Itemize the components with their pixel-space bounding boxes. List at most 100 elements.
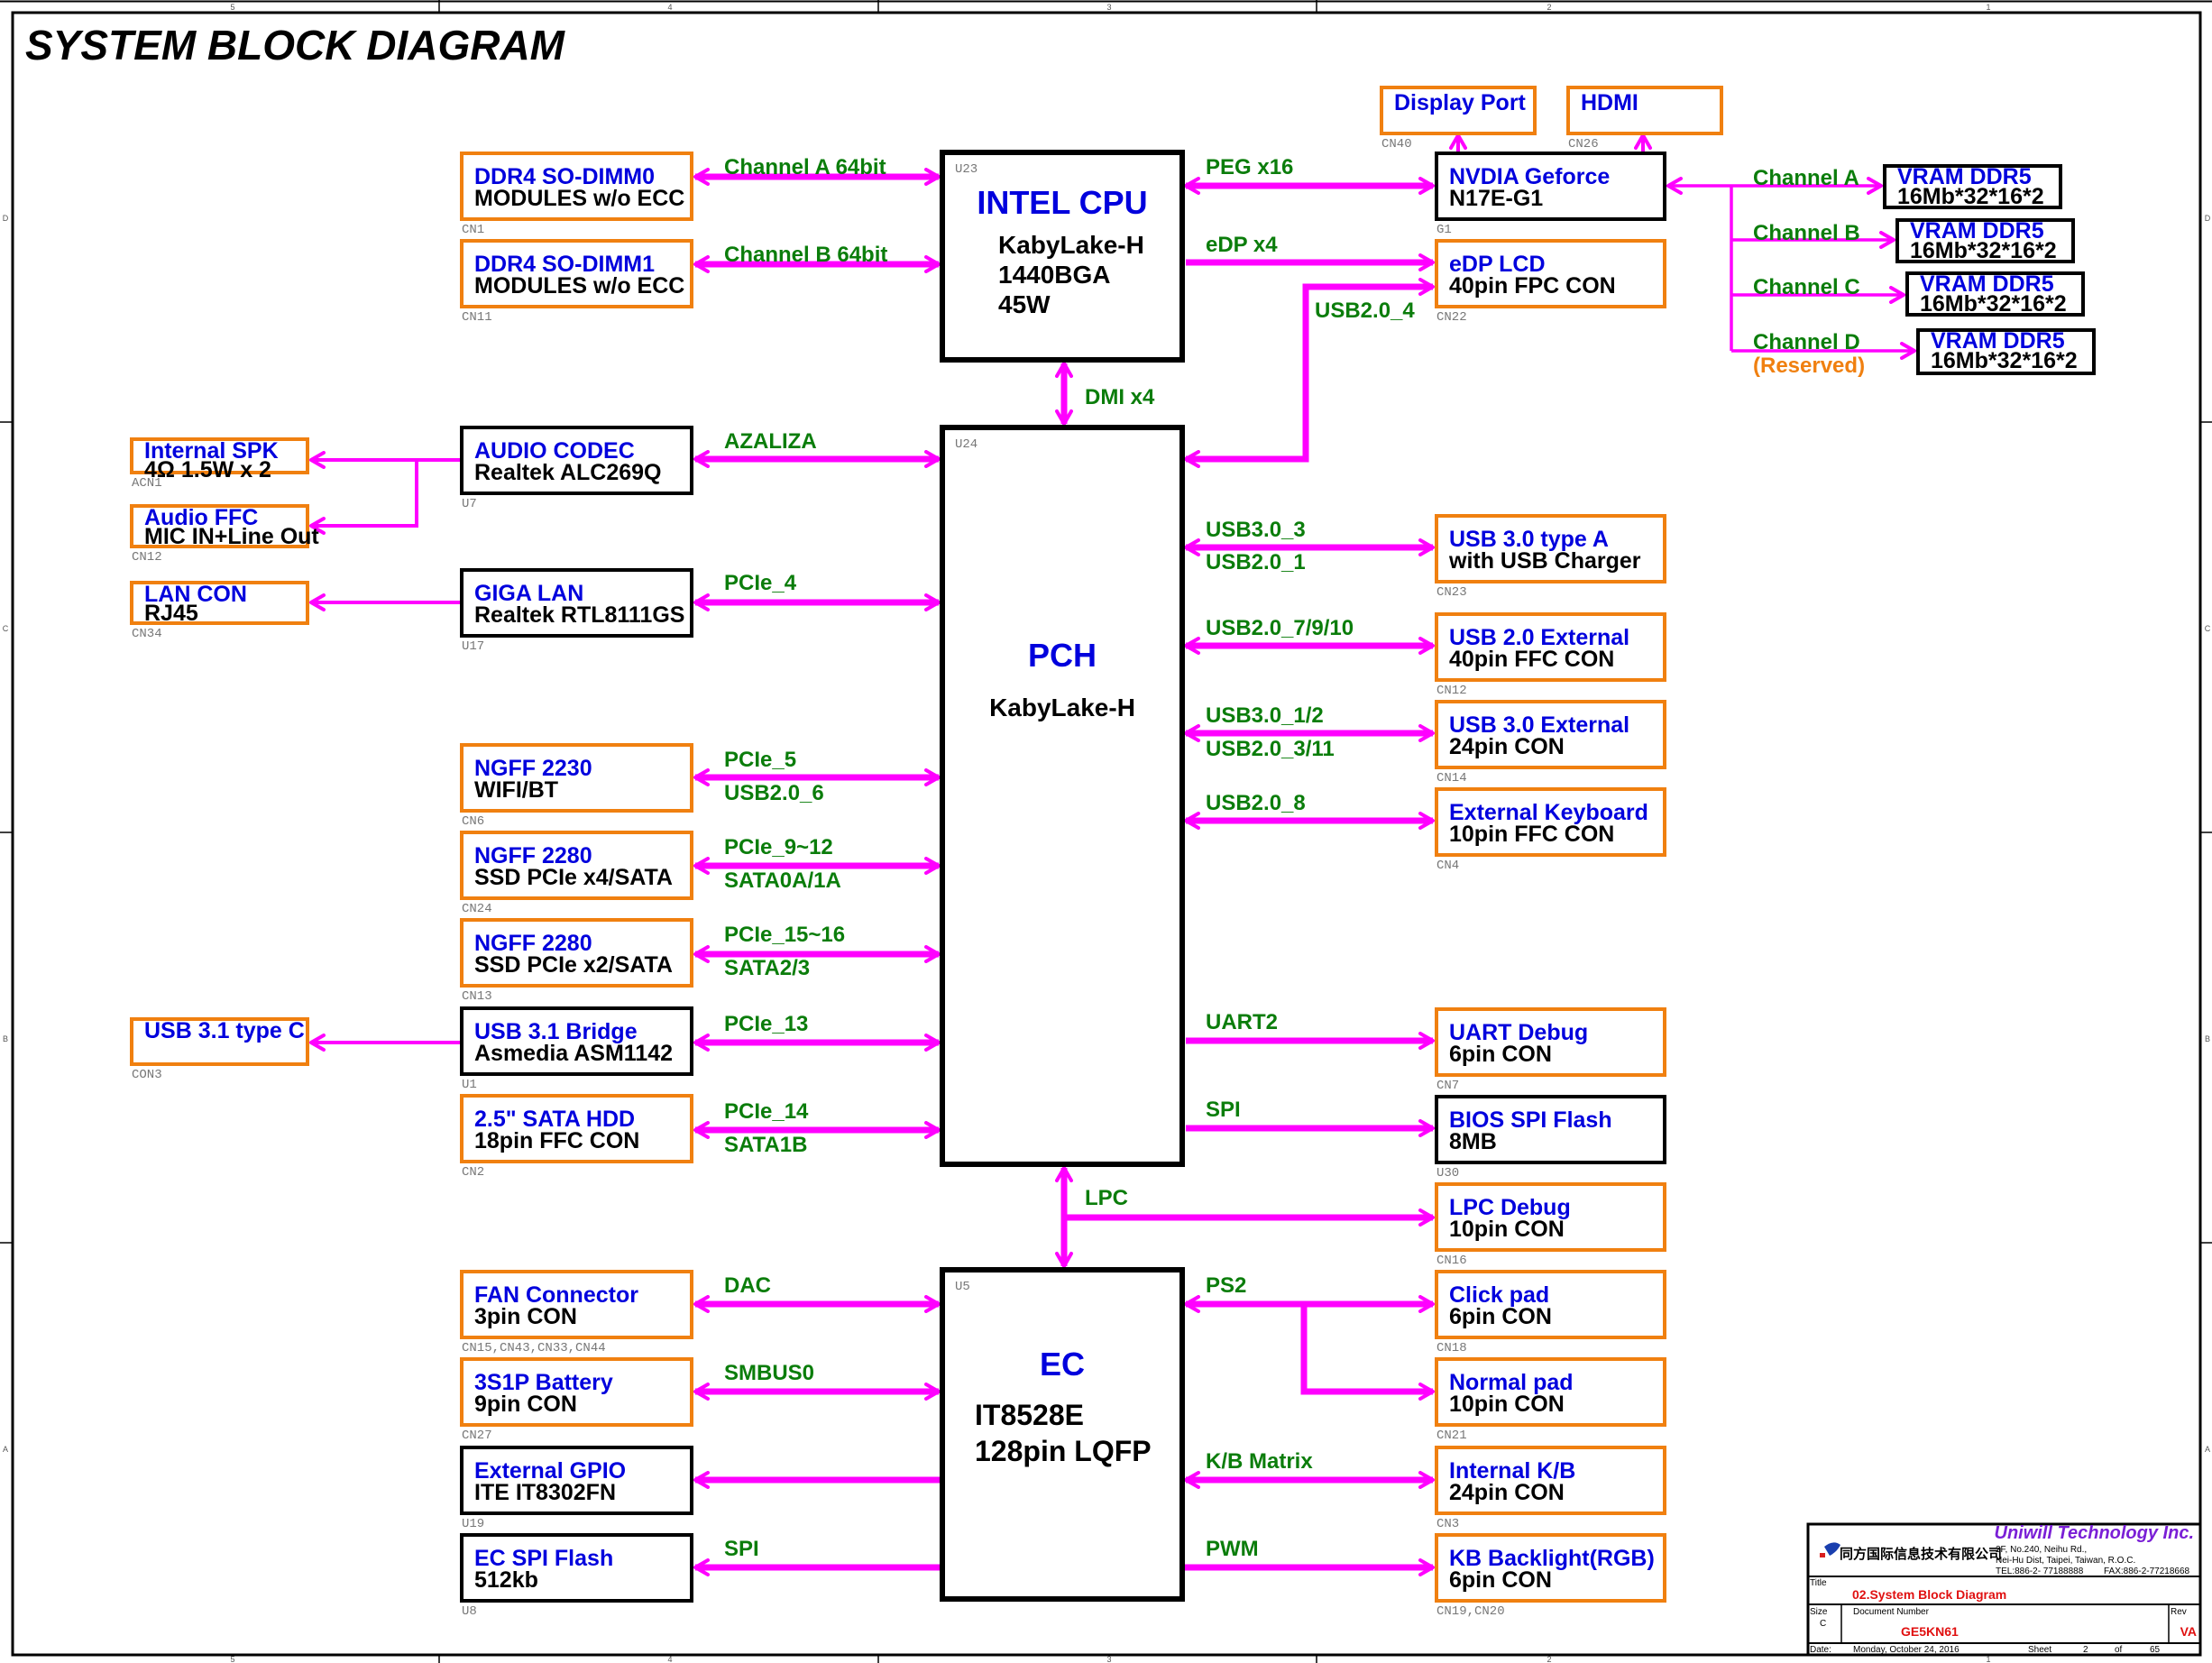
size-label: Size bbox=[1810, 1607, 1828, 1617]
block-refdes: CN26 bbox=[1568, 137, 1599, 152]
block-outline bbox=[1435, 152, 1666, 221]
block-subtitle: with USB Charger bbox=[1448, 548, 1641, 574]
block-title: KB Backlight(RGB) bbox=[1449, 1546, 1655, 1571]
bus-layer bbox=[309, 133, 1916, 1576]
block-subtitle: 40pin FPC CON bbox=[1449, 273, 1616, 299]
block-subtitle: 6pin CON bbox=[1449, 1567, 1552, 1593]
block-subtitle: 4Ω 1.5W x 2 bbox=[144, 457, 271, 482]
block-subtitle: 18pin FFC CON bbox=[474, 1128, 639, 1153]
block-subtitle: 40pin FFC CON bbox=[1449, 647, 1614, 672]
title-block: 同方国际信息技术有限公司 Uniwill Technology Inc. 2F,… bbox=[1806, 1522, 2202, 1657]
block-outline bbox=[1435, 1182, 1666, 1252]
block-title: BIOS SPI Flash bbox=[1449, 1107, 1612, 1133]
block-outline bbox=[1895, 218, 2075, 263]
fax-number: FAX:886-2-77218668 bbox=[2104, 1567, 2190, 1576]
bus-label-pcie5: PCIe_5 bbox=[724, 748, 796, 772]
column-marker: 2 bbox=[1547, 1655, 1551, 1663]
bus-label-usb204: USB2.0_4 bbox=[1315, 299, 1415, 323]
block-subtitle: 10pin CON bbox=[1449, 1392, 1565, 1417]
bus-label-uart2: UART2 bbox=[1206, 1010, 1278, 1034]
document-number: GE5KN61 bbox=[1901, 1624, 1959, 1639]
block-title: USB 3.1 Bridge bbox=[474, 1019, 638, 1044]
block-kbbl[interactable]: KB Backlight(RGB)6pin CON CN19,CN20 bbox=[1435, 1533, 1666, 1619]
block-refdes: CN23 bbox=[1436, 585, 1467, 600]
block-refdes: CN27 bbox=[462, 1429, 492, 1443]
column-marker: 4 bbox=[667, 3, 672, 12]
block-subtitle: MODULES w/o ECC bbox=[474, 273, 684, 299]
block-refdes: CN34 bbox=[132, 627, 162, 641]
company-name-cn: 同方国际信息技术有限公司 bbox=[1840, 1546, 2002, 1562]
bus-line bbox=[1300, 1304, 1435, 1401]
bus-label-peg: PEG x16 bbox=[1206, 155, 1293, 179]
block-outline bbox=[460, 1446, 693, 1515]
block-subtitle: WIFI/BT bbox=[474, 777, 558, 803]
block-title: HDMI bbox=[1581, 90, 1638, 115]
block-outline bbox=[460, 1006, 693, 1076]
block-outline bbox=[1566, 86, 1723, 135]
bus-label-pcie14: SATA1B bbox=[724, 1133, 807, 1157]
block-refdes: U8 bbox=[462, 1604, 477, 1619]
block-refdes: CN18 bbox=[1436, 1341, 1467, 1355]
block-subtitle: 24pin CON bbox=[1449, 1480, 1565, 1505]
row-marker: D bbox=[3, 214, 9, 223]
block-outline bbox=[1916, 328, 2096, 375]
block-title: eDP LCD bbox=[1449, 252, 1546, 277]
block-outline bbox=[460, 239, 693, 308]
block-refdes: CN19,CN20 bbox=[1436, 1604, 1505, 1619]
block-refdes: CN3 bbox=[1436, 1517, 1459, 1531]
block-refdes: U1 bbox=[462, 1078, 477, 1092]
block-subtitle: Asmedia ASM1142 bbox=[474, 1041, 673, 1066]
block-hdmi[interactable]: HDMI CN26 bbox=[1566, 86, 1723, 152]
bus-label-vchC: Channel C bbox=[1753, 275, 1860, 299]
block-outline bbox=[130, 504, 309, 548]
block-subtitle: MIC IN+Line Out bbox=[144, 524, 319, 549]
block-refdes: CN11 bbox=[462, 310, 492, 325]
bus-label-vchD: Channel D bbox=[1753, 330, 1860, 354]
chip-refdes: U23 bbox=[955, 162, 978, 177]
block-title: FAN Connector bbox=[474, 1282, 638, 1308]
block-outline bbox=[460, 918, 693, 988]
block-subtitle: N17E-G1 bbox=[1449, 186, 1543, 211]
block-subtitle: 8MB bbox=[1449, 1129, 1497, 1154]
